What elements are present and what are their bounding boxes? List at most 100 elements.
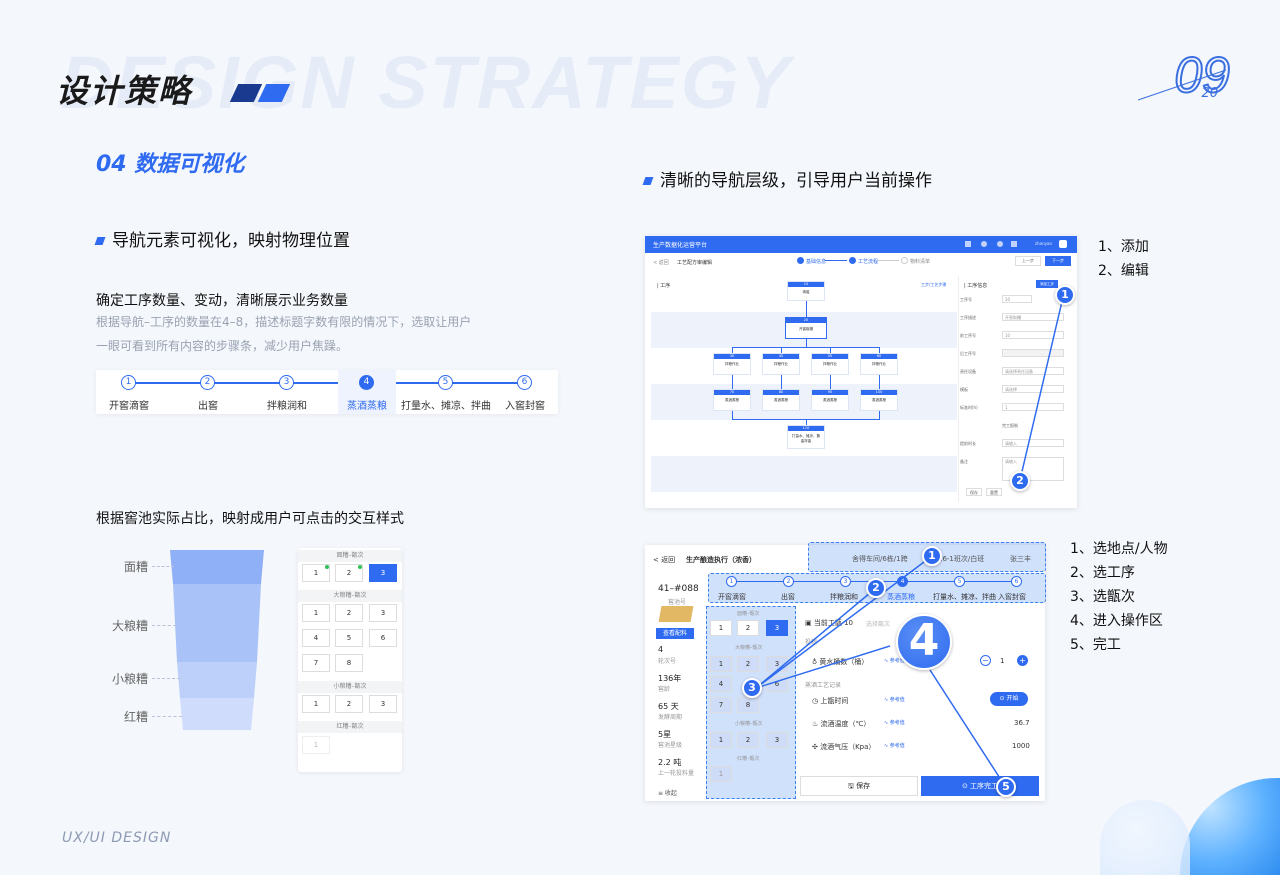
minus-button[interactable]: − <box>980 655 991 666</box>
grid-cell[interactable]: 4 <box>302 629 330 647</box>
grid-cell[interactable]: 3 <box>369 604 397 622</box>
flow-connector <box>830 347 831 353</box>
grid-cell[interactable]: 2 <box>335 604 363 622</box>
pit-grid: 面糟–甑次 1 2 3 大粮糟–甑次 1 2 3 4 5 6 7 8 小粮糟–甑… <box>298 548 402 772</box>
start-button[interactable]: ⊙ 开始 <box>990 692 1028 706</box>
record-label-1: ◷ 上甑时间 <box>812 697 849 705</box>
grid-cell-selected[interactable]: 3 <box>369 564 397 582</box>
form-save-button[interactable]: 保存 <box>966 488 982 496</box>
s1-step-dot-2[interactable] <box>849 257 856 264</box>
field-input[interactable]: 20 <box>1002 295 1032 303</box>
s1-step-line <box>825 260 847 261</box>
field-label: 工序号 <box>960 297 972 302</box>
step-label-3: 拌粮润和 <box>267 401 307 412</box>
grid-cell[interactable]: 6 <box>369 629 397 647</box>
step-5[interactable]: 5 <box>438 375 453 390</box>
grid-icon[interactable] <box>1011 241 1017 247</box>
gear-icon[interactable] <box>997 241 1003 247</box>
batch-cell[interactable]: 1 <box>710 620 732 636</box>
grid-cell[interactable]: 1 <box>302 604 330 622</box>
field-input[interactable]: 开窖取糟 <box>1002 313 1064 321</box>
grid-cell[interactable]: 5 <box>335 629 363 647</box>
s1-step-dot-1[interactable] <box>797 257 804 264</box>
batch-cell[interactable]: 2 <box>737 656 759 672</box>
checkbox-label[interactable]: 完工报制 <box>1002 423 1018 428</box>
back-link[interactable]: < 返回 <box>653 260 669 266</box>
form-reset-button[interactable]: 重置 <box>986 488 1002 496</box>
funnel-label-1: 面糟 <box>124 560 149 574</box>
bell-icon[interactable] <box>981 241 987 247</box>
grid-cell[interactable]: 2 <box>335 695 363 713</box>
batch-cell[interactable]: 1 <box>710 732 732 748</box>
s2-step-6[interactable]: 6 <box>1011 576 1022 587</box>
ref-link[interactable]: ∿ 参考值 <box>884 697 905 703</box>
s2-step-2[interactable]: 2 <box>783 576 794 587</box>
ref-link[interactable]: ∿ 参考值 <box>884 658 905 664</box>
collapse-button[interactable]: ≡ 收起 <box>658 790 677 797</box>
field-input[interactable]: 请输入 <box>1002 439 1064 447</box>
field-select[interactable]: 请选择 <box>1002 385 1064 393</box>
batch-cell[interactable]: 1 <box>710 766 732 782</box>
step-6[interactable]: 6 <box>517 375 532 390</box>
grid-cell[interactable]: 1 <box>302 695 330 713</box>
pit-funnel <box>170 550 264 730</box>
step-1[interactable]: 1 <box>121 375 136 390</box>
batch-select[interactable]: 选择甑次 <box>866 621 891 628</box>
s2-back-link[interactable]: < 返回 <box>653 556 676 564</box>
flow-connector <box>879 347 880 353</box>
grid-cell[interactable]: 3 <box>369 695 397 713</box>
batch-cell[interactable]: 1 <box>710 656 732 672</box>
s2-step-3[interactable]: 3 <box>840 576 851 587</box>
next-button[interactable]: 下一步 <box>1045 256 1071 266</box>
step-4[interactable]: 4 <box>359 375 374 390</box>
batch-cell[interactable]: 7 <box>710 697 732 713</box>
batch-cell[interactable]: 3 <box>766 732 788 748</box>
ref-link[interactable]: ∿ 参考值 <box>884 720 905 726</box>
grid-cell-disabled[interactable]: 1 <box>302 736 330 754</box>
s2-save-button[interactable]: 🖫 保存 <box>800 776 918 796</box>
step-2[interactable]: 2 <box>200 375 215 390</box>
plus-button[interactable]: + <box>1017 655 1028 666</box>
s2-step-label-active: 蒸酒蒸粮 <box>887 593 915 601</box>
ref-link[interactable]: ∿ 参考值 <box>884 743 905 749</box>
doc-icon[interactable] <box>965 241 971 247</box>
grid-cell[interactable]: 8 <box>335 654 363 672</box>
s1-step-dot-3[interactable] <box>901 257 908 264</box>
field-input[interactable]: 10 <box>1002 331 1064 339</box>
grid-cell[interactable]: 7 <box>302 654 330 672</box>
add-step-button[interactable]: 添加工步 <box>1036 280 1058 288</box>
batch-cell[interactable]: 2 <box>737 732 759 748</box>
view-ingredients-button[interactable]: 查看配料 <box>656 628 694 639</box>
pit-label: 窖池号 <box>668 599 687 606</box>
grid-cell[interactable]: 2 <box>335 564 363 582</box>
stat-label: 窖龄 <box>658 686 671 693</box>
decor-sphere <box>1180 778 1280 875</box>
qty-label: ♁ 黄水桶数（桶） <box>812 658 869 666</box>
s2-step-5[interactable]: 5 <box>954 576 965 587</box>
batch-cell-selected[interactable]: 3 <box>766 620 788 636</box>
field-label: 模板 <box>960 387 968 392</box>
batch-head: 大粮糟–甑次 <box>735 645 763 651</box>
s2-step-1[interactable]: 1 <box>726 576 737 587</box>
batch-cell[interactable]: 4 <box>710 676 732 692</box>
field-stepper[interactable]: 1 <box>1002 403 1064 411</box>
prev-button[interactable]: 上一步 <box>1015 256 1041 266</box>
batch-cell[interactable]: 2 <box>737 620 759 636</box>
avatar[interactable] <box>1059 240 1067 248</box>
field-input[interactable] <box>1002 349 1064 357</box>
grid-cell[interactable]: 1 <box>302 564 330 582</box>
step-3[interactable]: 3 <box>279 375 294 390</box>
flow-link[interactable]: 工步/工艺步骤 <box>921 282 947 287</box>
field-select[interactable]: 请选择责任设备 <box>1002 367 1064 375</box>
